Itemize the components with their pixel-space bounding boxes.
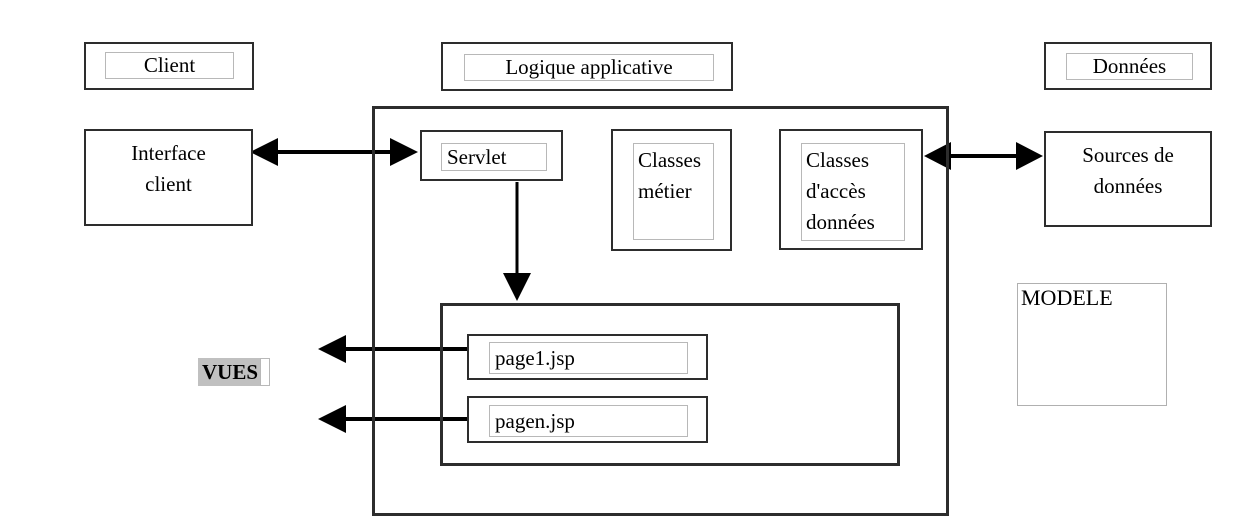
vues-annotation: VUES [198, 358, 271, 386]
logique-applicative-container [372, 106, 949, 516]
vues-container [440, 303, 900, 466]
sources-de-donnees-label: Sources de données [1082, 143, 1174, 198]
client-header-label: Client [143, 53, 196, 77]
modele-box: MODELE [1017, 283, 1167, 406]
pagen-jsp-field: pagen.jsp [489, 405, 688, 437]
client-header-field: Client [105, 52, 234, 79]
servlet-label: Servlet [447, 144, 507, 169]
classes-acces-donnees-field: Classes d'accès données [801, 143, 905, 241]
pagen-jsp-label: pagen.jsp [495, 408, 575, 433]
vues-cursor-box [260, 358, 271, 386]
classes-metier-box: Classes métier [611, 129, 732, 251]
classes-metier-field: Classes métier [633, 143, 714, 240]
client-header-box: Client [84, 42, 254, 90]
logique-applicative-header-box: Logique applicative [441, 42, 733, 91]
logique-applicative-header-field: Logique applicative [464, 54, 714, 81]
donnees-header-label: Données [1092, 54, 1167, 78]
page1-jsp-field: page1.jsp [489, 342, 688, 374]
modele-label: MODELE [1021, 285, 1113, 310]
pagen-jsp-box: pagen.jsp [467, 396, 708, 443]
servlet-field: Servlet [441, 143, 547, 171]
interface-client-box: Interface client [84, 129, 253, 226]
page1-jsp-box: page1.jsp [467, 334, 708, 380]
classes-metier-label: Classes métier [638, 148, 701, 203]
classes-acces-donnees-box: Classes d'accès données [779, 129, 923, 250]
page1-jsp-label: page1.jsp [495, 345, 575, 370]
donnees-header-field: Données [1066, 53, 1193, 80]
vues-label: VUES [198, 358, 261, 386]
sources-de-donnees-box: Sources de données [1044, 131, 1212, 227]
servlet-box: Servlet [420, 130, 563, 181]
classes-acces-donnees-label: Classes d'accès données [806, 148, 875, 234]
donnees-header-box: Données [1044, 42, 1212, 90]
interface-client-label: Interface client [131, 141, 206, 196]
logique-applicative-header-label: Logique applicative [505, 55, 673, 79]
